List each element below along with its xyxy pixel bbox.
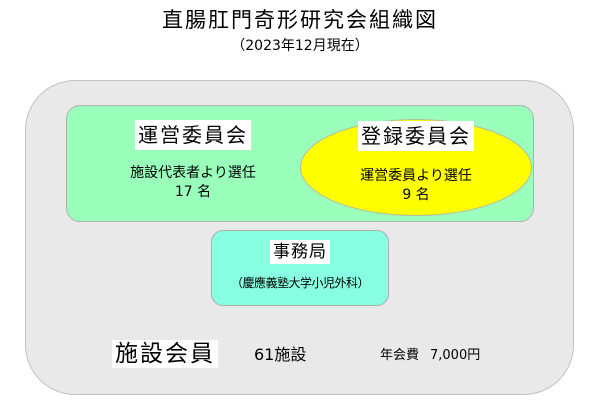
steering-committee-heading: 運営委員会 [100,120,286,150]
members-heading: 施設会員 [112,340,218,368]
office-title: 事務局 [270,240,330,264]
members-fee-label: 年会費 [380,348,420,363]
chart-subtitle: （2023年12月現在） [231,38,369,54]
members-fee-value: 7,000円 [430,348,481,363]
steering-committee-count: 17 名 [174,184,212,200]
registration-committee-selection: 運営委員より選任 [360,168,472,184]
members-label: 施設会員 [112,340,218,368]
steering-committee-title: 運営委員会 [135,120,251,150]
members-count: 61施設 [254,345,307,364]
office-heading: 事務局 [211,240,389,264]
registration-committee-count: 9 名 [402,187,430,203]
registration-committee-heading: 登録委員会 [300,121,532,151]
steering-committee-selection: 施設代表者より選任 [130,165,256,181]
chart-title: 直腸肛門奇形研究会組織図 [162,8,438,32]
registration-committee-title: 登録委員会 [358,121,474,151]
office-affiliation: （慶應義塾大学小児外科） [230,276,370,290]
